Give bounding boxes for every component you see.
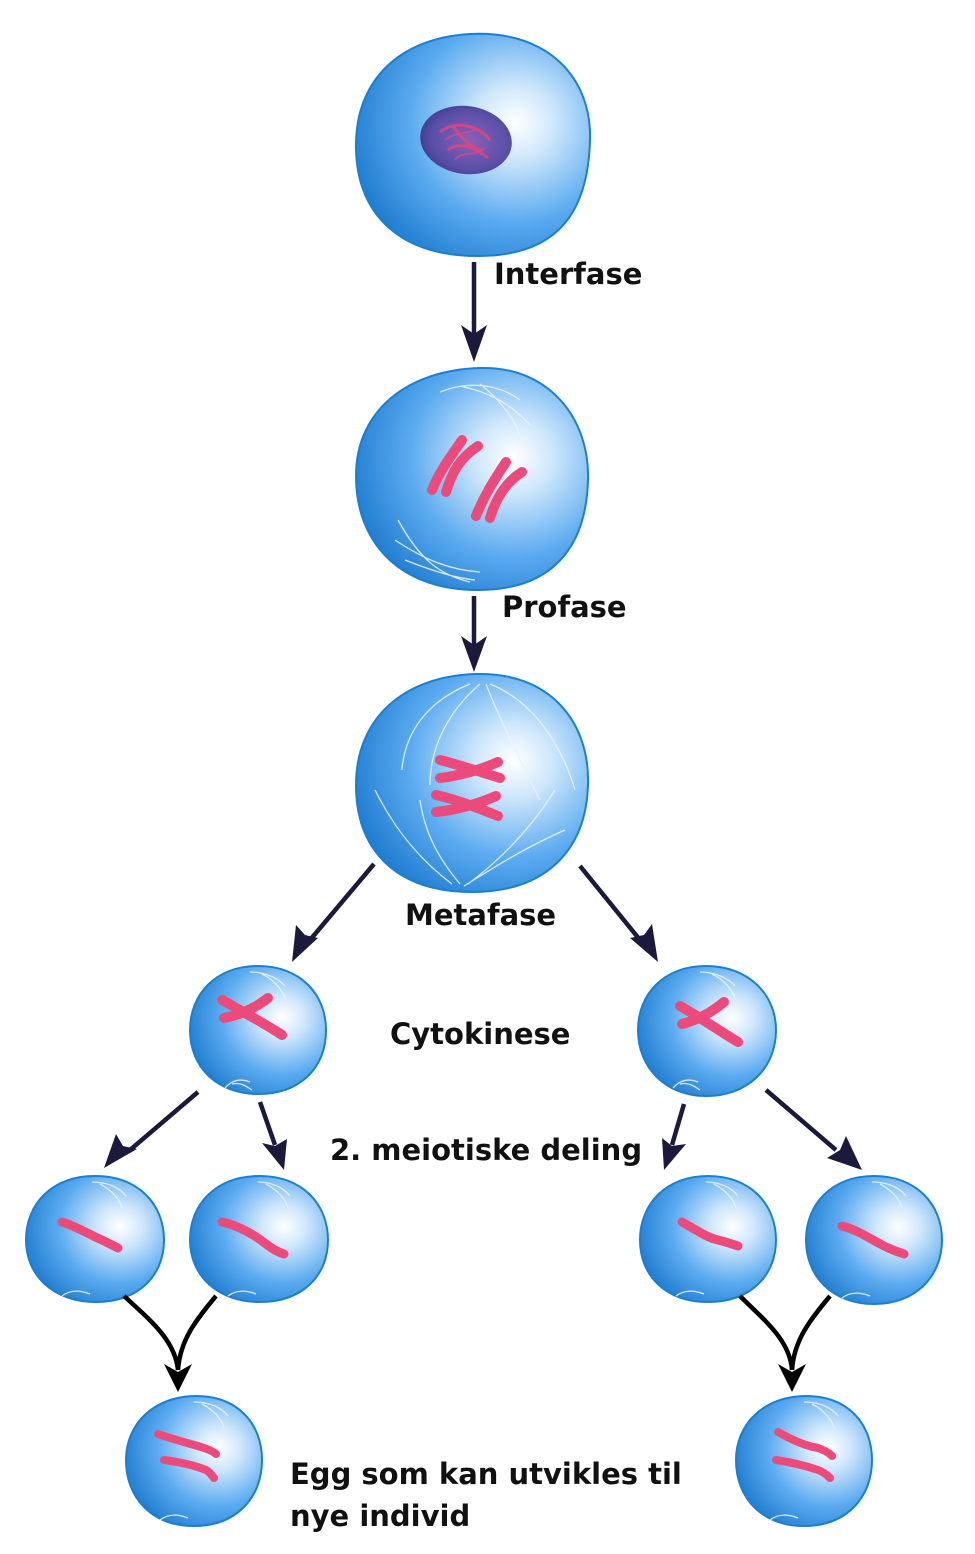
label-egg-line2: nye individ bbox=[290, 1499, 470, 1533]
arrow-right-to-cell4 bbox=[764, 1088, 862, 1170]
label-interfase: Interfase bbox=[494, 257, 642, 291]
arrow-metaphase-to-left bbox=[292, 862, 376, 962]
chromosomes-aligned bbox=[431, 755, 505, 821]
chromatid bbox=[217, 1217, 289, 1259]
cytokinesis-cell-right bbox=[636, 964, 778, 1098]
meiosis2-cell-1 bbox=[24, 1174, 166, 1304]
merge-arrow-left bbox=[122, 1294, 218, 1392]
chromosome bbox=[675, 997, 743, 1047]
meiosis2-cell-3 bbox=[638, 1174, 778, 1304]
label-meiotic-division-2: 2. meiotiske deling bbox=[330, 1133, 642, 1167]
chromatid bbox=[837, 1221, 909, 1259]
label-egg-line1: Egg som kan utvikles til bbox=[290, 1457, 682, 1491]
arrow-prophase-to-metaphase bbox=[461, 596, 487, 672]
nucleus bbox=[420, 105, 512, 175]
chromatid bbox=[772, 1456, 834, 1482]
spindle-fibers bbox=[394, 383, 531, 583]
meiosis2-cell-4 bbox=[804, 1174, 944, 1306]
egg-cell-left bbox=[124, 1394, 264, 1528]
chromatid bbox=[677, 1217, 743, 1251]
arrow-metaphase-to-right bbox=[578, 864, 658, 962]
egg-cell-right bbox=[734, 1394, 874, 1528]
chromatid bbox=[57, 1217, 123, 1253]
arrow-right-to-cell3 bbox=[662, 1103, 687, 1170]
label-metafase: Metafase bbox=[405, 898, 556, 932]
label-profase: Profase bbox=[502, 590, 627, 624]
chromosome-pair bbox=[427, 435, 527, 523]
metaphase-cell bbox=[354, 672, 590, 894]
merge-arrow-right bbox=[738, 1294, 832, 1392]
arrow-left-to-cell2 bbox=[257, 1101, 287, 1170]
arrow-left-to-cell1 bbox=[104, 1090, 200, 1168]
prophase-cell bbox=[354, 366, 590, 592]
chromatid bbox=[154, 1430, 220, 1458]
chromatid bbox=[774, 1428, 836, 1460]
cytokinesis-cell-left bbox=[188, 964, 328, 1096]
label-cytokinese: Cytokinese bbox=[390, 1017, 570, 1051]
chromatid bbox=[160, 1456, 218, 1482]
interphase-cell bbox=[354, 32, 592, 258]
spindle-fibers bbox=[374, 683, 576, 887]
arrow-interphase-to-prophase bbox=[461, 262, 487, 362]
meiosis2-cell-2 bbox=[188, 1174, 330, 1304]
chromosome bbox=[217, 993, 287, 1040]
